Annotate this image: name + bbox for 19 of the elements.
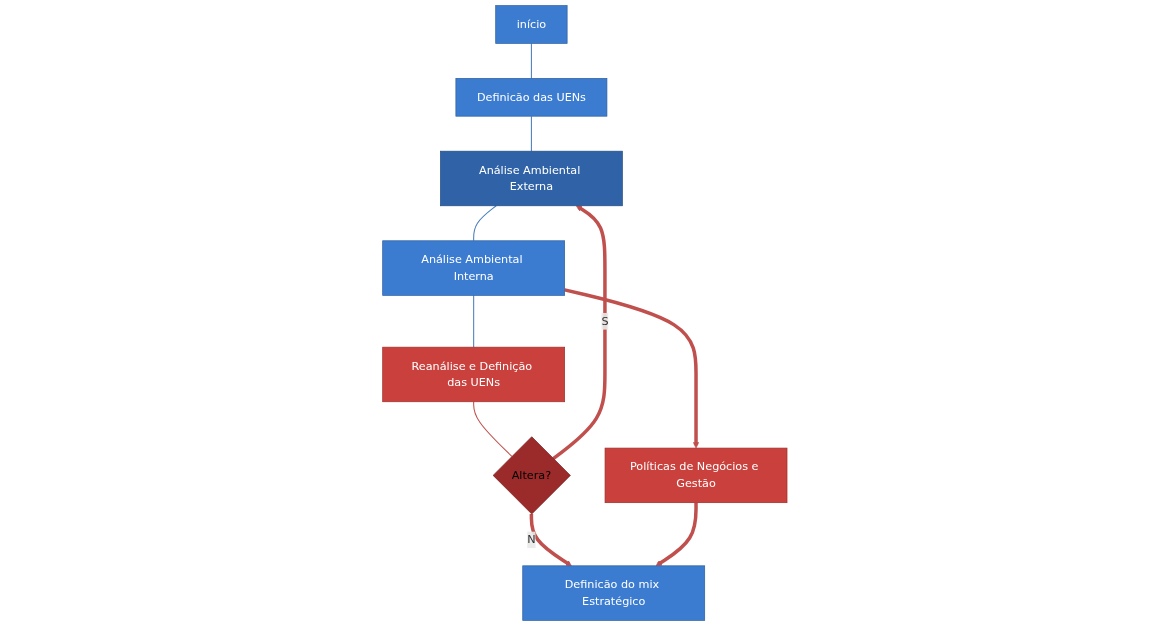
connector <box>473 401 513 457</box>
node-box: início <box>495 5 568 44</box>
node-box: Definicão do mix Estratégico <box>522 565 706 621</box>
edge-label: S <box>601 314 609 328</box>
node-box: Análise Ambiental Interna <box>382 240 566 296</box>
arrow <box>529 514 572 567</box>
node-box: Políticas de Negócios e Gestão <box>604 447 788 504</box>
connector <box>473 205 497 242</box>
connector <box>531 115 533 152</box>
node-box: Definicão das UENs <box>455 78 608 117</box>
node-box: Análise Ambiental Externa <box>440 150 623 207</box>
arrow <box>564 288 700 449</box>
connector <box>531 42 533 79</box>
node-box: Reanálise e Definição das UENs <box>382 346 566 403</box>
node-diamond: Altera? <box>492 436 571 515</box>
arrow <box>552 205 607 461</box>
edge-label: N <box>527 532 536 547</box>
arrow <box>655 502 698 567</box>
connector <box>473 294 475 348</box>
